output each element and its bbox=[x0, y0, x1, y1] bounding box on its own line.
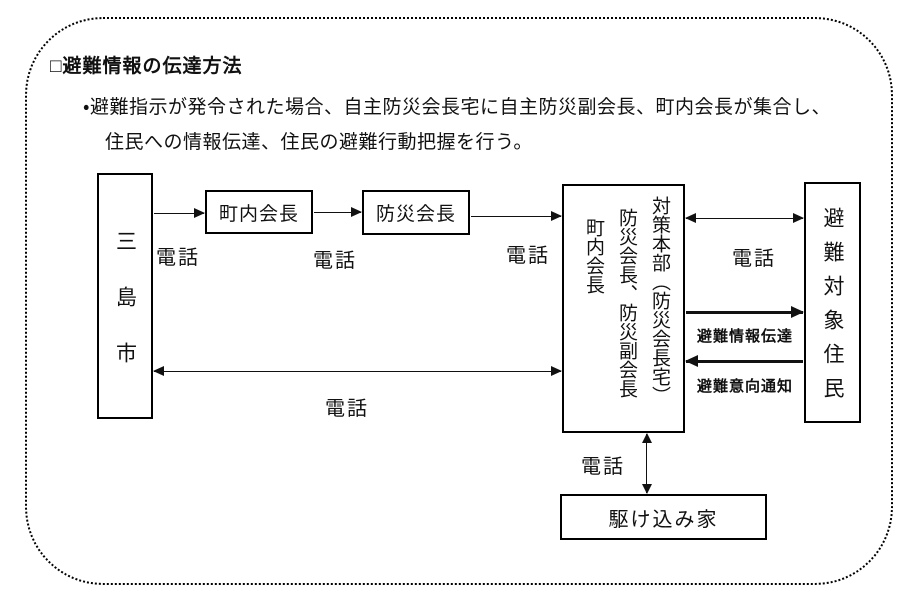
node-mishima-city: 三島市 bbox=[97, 173, 153, 419]
arrow-head-right-icon bbox=[194, 208, 205, 218]
arrow-head-right-icon bbox=[793, 213, 804, 223]
arrow-line bbox=[471, 215, 561, 218]
node-headquarters-text: 対策本部（防災会長宅） 防災会長、防災副会長 町内会長 bbox=[564, 186, 683, 431]
arrow-evacuation-info bbox=[685, 306, 804, 319]
node-disaster-chairman-label: 防災会長 bbox=[375, 204, 456, 225]
arrow-line bbox=[645, 434, 648, 493]
arrow-disaster-to-hq bbox=[470, 210, 562, 223]
headquarters-line-2: 防災会長、防災副会長 bbox=[616, 208, 637, 398]
arrow-hq-refuge-bidirectional bbox=[640, 433, 653, 494]
dotted-border-frame bbox=[25, 17, 893, 585]
headquarters-line-3: 町内会長 bbox=[583, 218, 604, 294]
arrow-evacuation-intent bbox=[685, 355, 804, 368]
arrow-head-left-icon bbox=[685, 355, 698, 367]
node-residents-label: 避難対象住民 bbox=[821, 207, 845, 411]
arrow-line bbox=[154, 370, 561, 373]
arrow-city-hq-bidirectional bbox=[153, 365, 562, 378]
headquarters-line-1: 対策本部（防災会長宅） bbox=[649, 196, 670, 405]
arrow-city-to-town bbox=[153, 207, 205, 220]
description-line-1: ・避難指示が発令された場合、自主防災会長宅に自主防災副会長、町内会長が集合し、 bbox=[83, 97, 831, 118]
arrow-line bbox=[686, 311, 803, 315]
arrow-hq-residents-phone bbox=[685, 212, 804, 225]
arrow-head-left-icon bbox=[685, 213, 696, 223]
arrow-head-down-icon bbox=[641, 484, 652, 494]
label-phone-city-town: 電話 bbox=[156, 247, 200, 269]
node-countermeasures-headquarters: 対策本部（防災会長宅） 防災会長、防災副会長 町内会長 bbox=[562, 184, 685, 433]
arrow-head-up-icon bbox=[641, 433, 652, 443]
label-evacuation-intent: 避難意向通知 bbox=[697, 378, 794, 395]
description-line-2: 住民への情報伝達、住民の避難行動把握を行う。 bbox=[105, 132, 533, 153]
node-refuge-house-label: 駆け込み家 bbox=[608, 508, 719, 531]
node-town-chairman: 町内会長 bbox=[205, 190, 313, 234]
arrow-line bbox=[686, 217, 803, 220]
label-phone-disaster-hq: 電話 bbox=[506, 245, 550, 267]
arrow-head-left-icon bbox=[153, 366, 164, 376]
label-phone-hq-residents: 電話 bbox=[732, 248, 776, 270]
arrow-head-right-icon bbox=[551, 211, 562, 221]
arrow-town-to-disaster bbox=[313, 206, 362, 219]
arrow-line bbox=[314, 211, 361, 214]
node-refuge-house: 駆け込み家 bbox=[560, 494, 767, 540]
arrow-head-right-icon bbox=[551, 366, 562, 376]
label-evacuation-info: 避難情報伝達 bbox=[697, 328, 794, 345]
arrow-head-right-icon bbox=[351, 207, 362, 217]
node-town-chairman-label: 町内会長 bbox=[218, 203, 299, 225]
node-mishima-city-label: 三島市 bbox=[113, 229, 138, 398]
label-phone-town-disaster: 電話 bbox=[313, 250, 357, 272]
label-phone-hq-refuge: 電話 bbox=[581, 456, 625, 478]
node-evacuation-target-residents: 避難対象住民 bbox=[804, 182, 861, 423]
arrow-line bbox=[686, 360, 803, 364]
label-phone-city-hq: 電話 bbox=[325, 398, 369, 420]
arrow-line bbox=[154, 212, 204, 215]
arrow-head-right-icon bbox=[791, 306, 804, 318]
node-disaster-chairman: 防災会長 bbox=[362, 190, 470, 235]
section-title: □避難情報の伝達方法 bbox=[50, 56, 243, 77]
